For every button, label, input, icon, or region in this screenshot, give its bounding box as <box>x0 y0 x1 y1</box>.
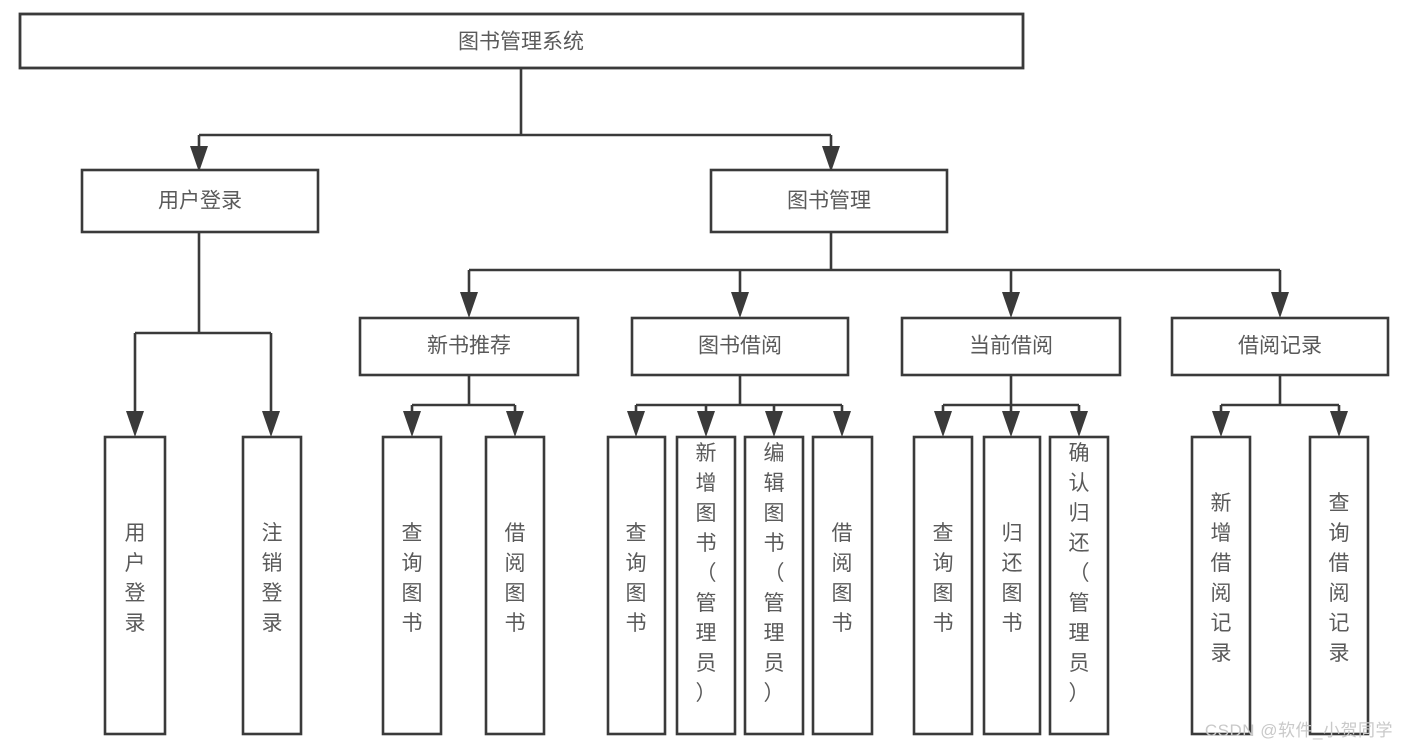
node-current-borrow[interactable]: 当前借阅 <box>900 316 1122 377</box>
leaf-query-borrow-record-box[interactable] <box>1308 435 1370 736</box>
leaf-confirm-return-admin[interactable]: 确认归还（管理员） <box>1048 435 1110 736</box>
leaf-return-book[interactable]: 归还图书 <box>982 435 1042 736</box>
leaf-borrow-book-newbook-box[interactable] <box>484 435 546 736</box>
arrow-head-book-child-2 <box>731 292 749 318</box>
leaf-query-book-newbook-label: 查询图书 <box>402 522 423 635</box>
leaf-borrow-book-newbook[interactable]: 借阅图书 <box>484 435 546 736</box>
arrow-head-book-child-3 <box>1002 292 1020 318</box>
arrow-head-newbook-leaf-1 <box>403 411 421 437</box>
leaf-add-book-admin-label: 新增图书（管理员） <box>696 442 717 705</box>
leaf-user-login[interactable]: 用户登录 <box>103 435 167 736</box>
arrow-head-newbook-leaf-2 <box>506 411 524 437</box>
node-user-login[interactable]: 用户登录 <box>80 168 320 234</box>
leaf-add-borrow-record-label: 新增借阅记录 <box>1211 492 1232 665</box>
node-user-login-box[interactable] <box>80 168 320 234</box>
leaf-confirm-return-admin-label: 确认归还（管理员） <box>1069 442 1090 705</box>
node-new-book-recommend[interactable]: 新书推荐 <box>358 316 580 377</box>
arrow-head-records-leaf-1 <box>1212 411 1230 437</box>
arrow-head-records-leaf-2 <box>1330 411 1348 437</box>
leaf-add-book-admin[interactable]: 新增图书（管理员） <box>675 435 737 736</box>
node-new-book-recommend-box[interactable] <box>358 316 580 377</box>
leaf-add-book-admin-box[interactable] <box>675 435 737 736</box>
leaf-query-book-newbook[interactable]: 查询图书 <box>381 435 443 736</box>
node-root[interactable]: 图书管理系统 <box>18 12 1025 70</box>
leaf-query-book-borrow-box[interactable] <box>606 435 667 736</box>
arrow-head-book-child-4 <box>1271 292 1289 318</box>
leaf-query-book-current[interactable]: 查询图书 <box>912 435 974 736</box>
leaf-query-book-current-label: 查询图书 <box>933 522 954 635</box>
connectors-records <box>1212 375 1348 437</box>
leaf-borrow-book-borrow[interactable]: 借阅图书 <box>811 435 874 736</box>
node-borrow-records-label: 借阅记录 <box>1238 335 1322 358</box>
node-book-borrow[interactable]: 图书借阅 <box>630 316 850 377</box>
node-root-label: 图书管理系统 <box>458 31 584 54</box>
leaf-query-borrow-record-label: 查询借阅记录 <box>1329 492 1350 665</box>
leaf-edit-book-admin-label: 编辑图书（管理员） <box>764 442 785 705</box>
leaf-query-book-newbook-box[interactable] <box>381 435 443 736</box>
arrow-head-current-leaf-2 <box>1002 411 1020 437</box>
node-book-borrow-label: 图书借阅 <box>698 335 782 358</box>
leaf-logout[interactable]: 注销登录 <box>241 435 303 736</box>
arrow-head-current-leaf-3 <box>1070 411 1088 437</box>
arrow-head-borrow-leaf-2 <box>697 411 715 437</box>
arrow-head-borrow-leaf-1 <box>627 411 645 437</box>
leaf-user-login-box[interactable] <box>103 435 167 736</box>
node-borrow-records-box[interactable] <box>1170 316 1390 377</box>
leaf-logout-box[interactable] <box>241 435 303 736</box>
arrow-head-user-leaf-1 <box>126 411 144 437</box>
leaf-query-book-current-box[interactable] <box>912 435 974 736</box>
leaf-add-borrow-record[interactable]: 新增借阅记录 <box>1190 435 1252 736</box>
node-book-management-box[interactable] <box>709 168 949 234</box>
node-new-book-recommend-label: 新书推荐 <box>427 335 511 358</box>
leaf-query-book-borrow-label: 查询图书 <box>626 522 647 635</box>
leaf-confirm-return-admin-box[interactable] <box>1048 435 1110 736</box>
arrow-head-borrow-leaf-4 <box>833 411 851 437</box>
leaf-query-book-borrow[interactable]: 查询图书 <box>606 435 667 736</box>
leaf-borrow-book-borrow-box[interactable] <box>811 435 874 736</box>
connectors-book-management <box>460 232 1289 318</box>
connectors-root <box>190 68 840 172</box>
leaf-edit-book-admin[interactable]: 编辑图书（管理员） <box>743 435 805 736</box>
leaf-logout-label: 注销登录 <box>262 522 283 635</box>
node-book-borrow-box[interactable] <box>630 316 850 377</box>
connectors-user-login <box>126 232 280 437</box>
node-user-login-label: 用户登录 <box>158 190 242 213</box>
arrow-head-root-to-user <box>190 146 208 172</box>
connectors-new-book <box>403 375 524 437</box>
leaf-return-book-label: 归还图书 <box>1002 522 1023 635</box>
connectors-borrow <box>627 375 851 437</box>
node-book-management-label: 图书管理 <box>787 190 871 213</box>
connectors-current-borrow <box>934 375 1088 437</box>
arrow-head-root-to-book <box>822 146 840 172</box>
arrow-head-current-leaf-1 <box>934 411 952 437</box>
leaf-borrow-book-borrow-label: 借阅图书 <box>832 522 853 635</box>
leaf-edit-book-admin-box[interactable] <box>743 435 805 736</box>
arrow-head-user-leaf-2 <box>262 411 280 437</box>
node-current-borrow-label: 当前借阅 <box>969 335 1053 358</box>
node-root-box[interactable] <box>18 12 1025 70</box>
node-borrow-records[interactable]: 借阅记录 <box>1170 316 1390 377</box>
leaf-add-borrow-record-box[interactable] <box>1190 435 1252 736</box>
arrow-head-borrow-leaf-3 <box>765 411 783 437</box>
arrow-head-book-child-1 <box>460 292 478 318</box>
node-current-borrow-box[interactable] <box>900 316 1122 377</box>
leaf-borrow-book-newbook-label: 借阅图书 <box>505 522 526 635</box>
leaf-return-book-box[interactable] <box>982 435 1042 736</box>
leaf-user-login-label: 用户登录 <box>125 522 146 635</box>
node-book-management[interactable]: 图书管理 <box>709 168 949 234</box>
leaf-query-borrow-record[interactable]: 查询借阅记录 <box>1308 435 1370 736</box>
